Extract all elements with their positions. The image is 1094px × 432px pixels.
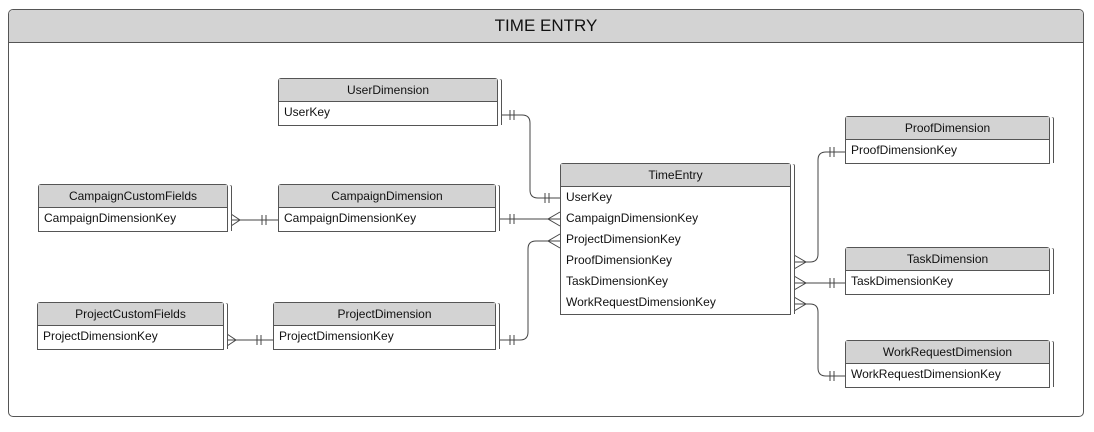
field-work-request-dimension-key: WorkRequestDimensionKey — [566, 295, 716, 309]
diagram-title: TIME ENTRY — [9, 10, 1083, 43]
relation-campaign-custom — [227, 211, 278, 229]
field-user-key: UserKey — [284, 105, 331, 119]
relation-proof — [793, 147, 845, 270]
entity-campaign-dimension[interactable]: CampaignDimension CampaignDimensionKey — [278, 184, 496, 232]
entity-project-custom-fields[interactable]: ProjectCustomFields ProjectDimensionKey — [37, 302, 224, 350]
entity-title: WorkRequestDimension — [846, 341, 1049, 364]
field-project-dimension-key: ProjectDimensionKey — [279, 329, 394, 343]
field-campaign-dimension-key: CampaignDimensionKey — [566, 211, 699, 225]
entity-title: TaskDimension — [846, 248, 1049, 271]
field-proof-dimension-key: ProofDimensionKey — [566, 253, 673, 267]
entity-work-request-dimension[interactable]: WorkRequestDimension WorkRequestDimensio… — [845, 340, 1050, 388]
relation-user — [498, 110, 560, 203]
entity-title: ProofDimension — [846, 117, 1049, 140]
entity-title: ProjectDimension — [274, 303, 495, 326]
entity-proof-dimension[interactable]: ProofDimension ProofDimensionKey — [845, 116, 1050, 164]
field-campaign-dimension-key: CampaignDimensionKey — [44, 211, 177, 225]
entity-campaign-custom-fields[interactable]: CampaignCustomFields CampaignDimensionKe… — [38, 184, 228, 232]
entity-title: CampaignDimension — [279, 185, 495, 208]
entity-project-dimension[interactable]: ProjectDimension ProjectDimensionKey — [273, 302, 496, 350]
relation-work-request — [793, 296, 845, 381]
relation-project-custom — [223, 331, 273, 349]
entity-title: TimeEntry — [561, 164, 790, 187]
field-task-dimension-key: TaskDimensionKey — [851, 274, 954, 288]
relation-task — [793, 275, 845, 291]
field-project-dimension-key: ProjectDimensionKey — [43, 329, 158, 343]
entity-title: UserDimension — [279, 79, 497, 102]
field-user-key: UserKey — [566, 190, 613, 204]
entity-task-dimension[interactable]: TaskDimension TaskDimensionKey — [845, 247, 1050, 295]
field-work-request-dimension-key: WorkRequestDimensionKey — [851, 367, 1001, 381]
entity-title: ProjectCustomFields — [38, 303, 223, 326]
entity-time-entry[interactable]: TimeEntry UserKey CampaignDimensionKey P… — [560, 163, 791, 315]
relation-project — [498, 233, 561, 345]
field-task-dimension-key: TaskDimensionKey — [566, 274, 669, 288]
relation-campaign — [498, 211, 561, 227]
field-proof-dimension-key: ProofDimensionKey — [851, 143, 958, 157]
field-project-dimension-key: ProjectDimensionKey — [566, 232, 681, 246]
entity-title: CampaignCustomFields — [39, 185, 227, 208]
field-campaign-dimension-key: CampaignDimensionKey — [284, 211, 417, 225]
entity-user-dimension[interactable]: UserDimension UserKey — [278, 78, 498, 126]
